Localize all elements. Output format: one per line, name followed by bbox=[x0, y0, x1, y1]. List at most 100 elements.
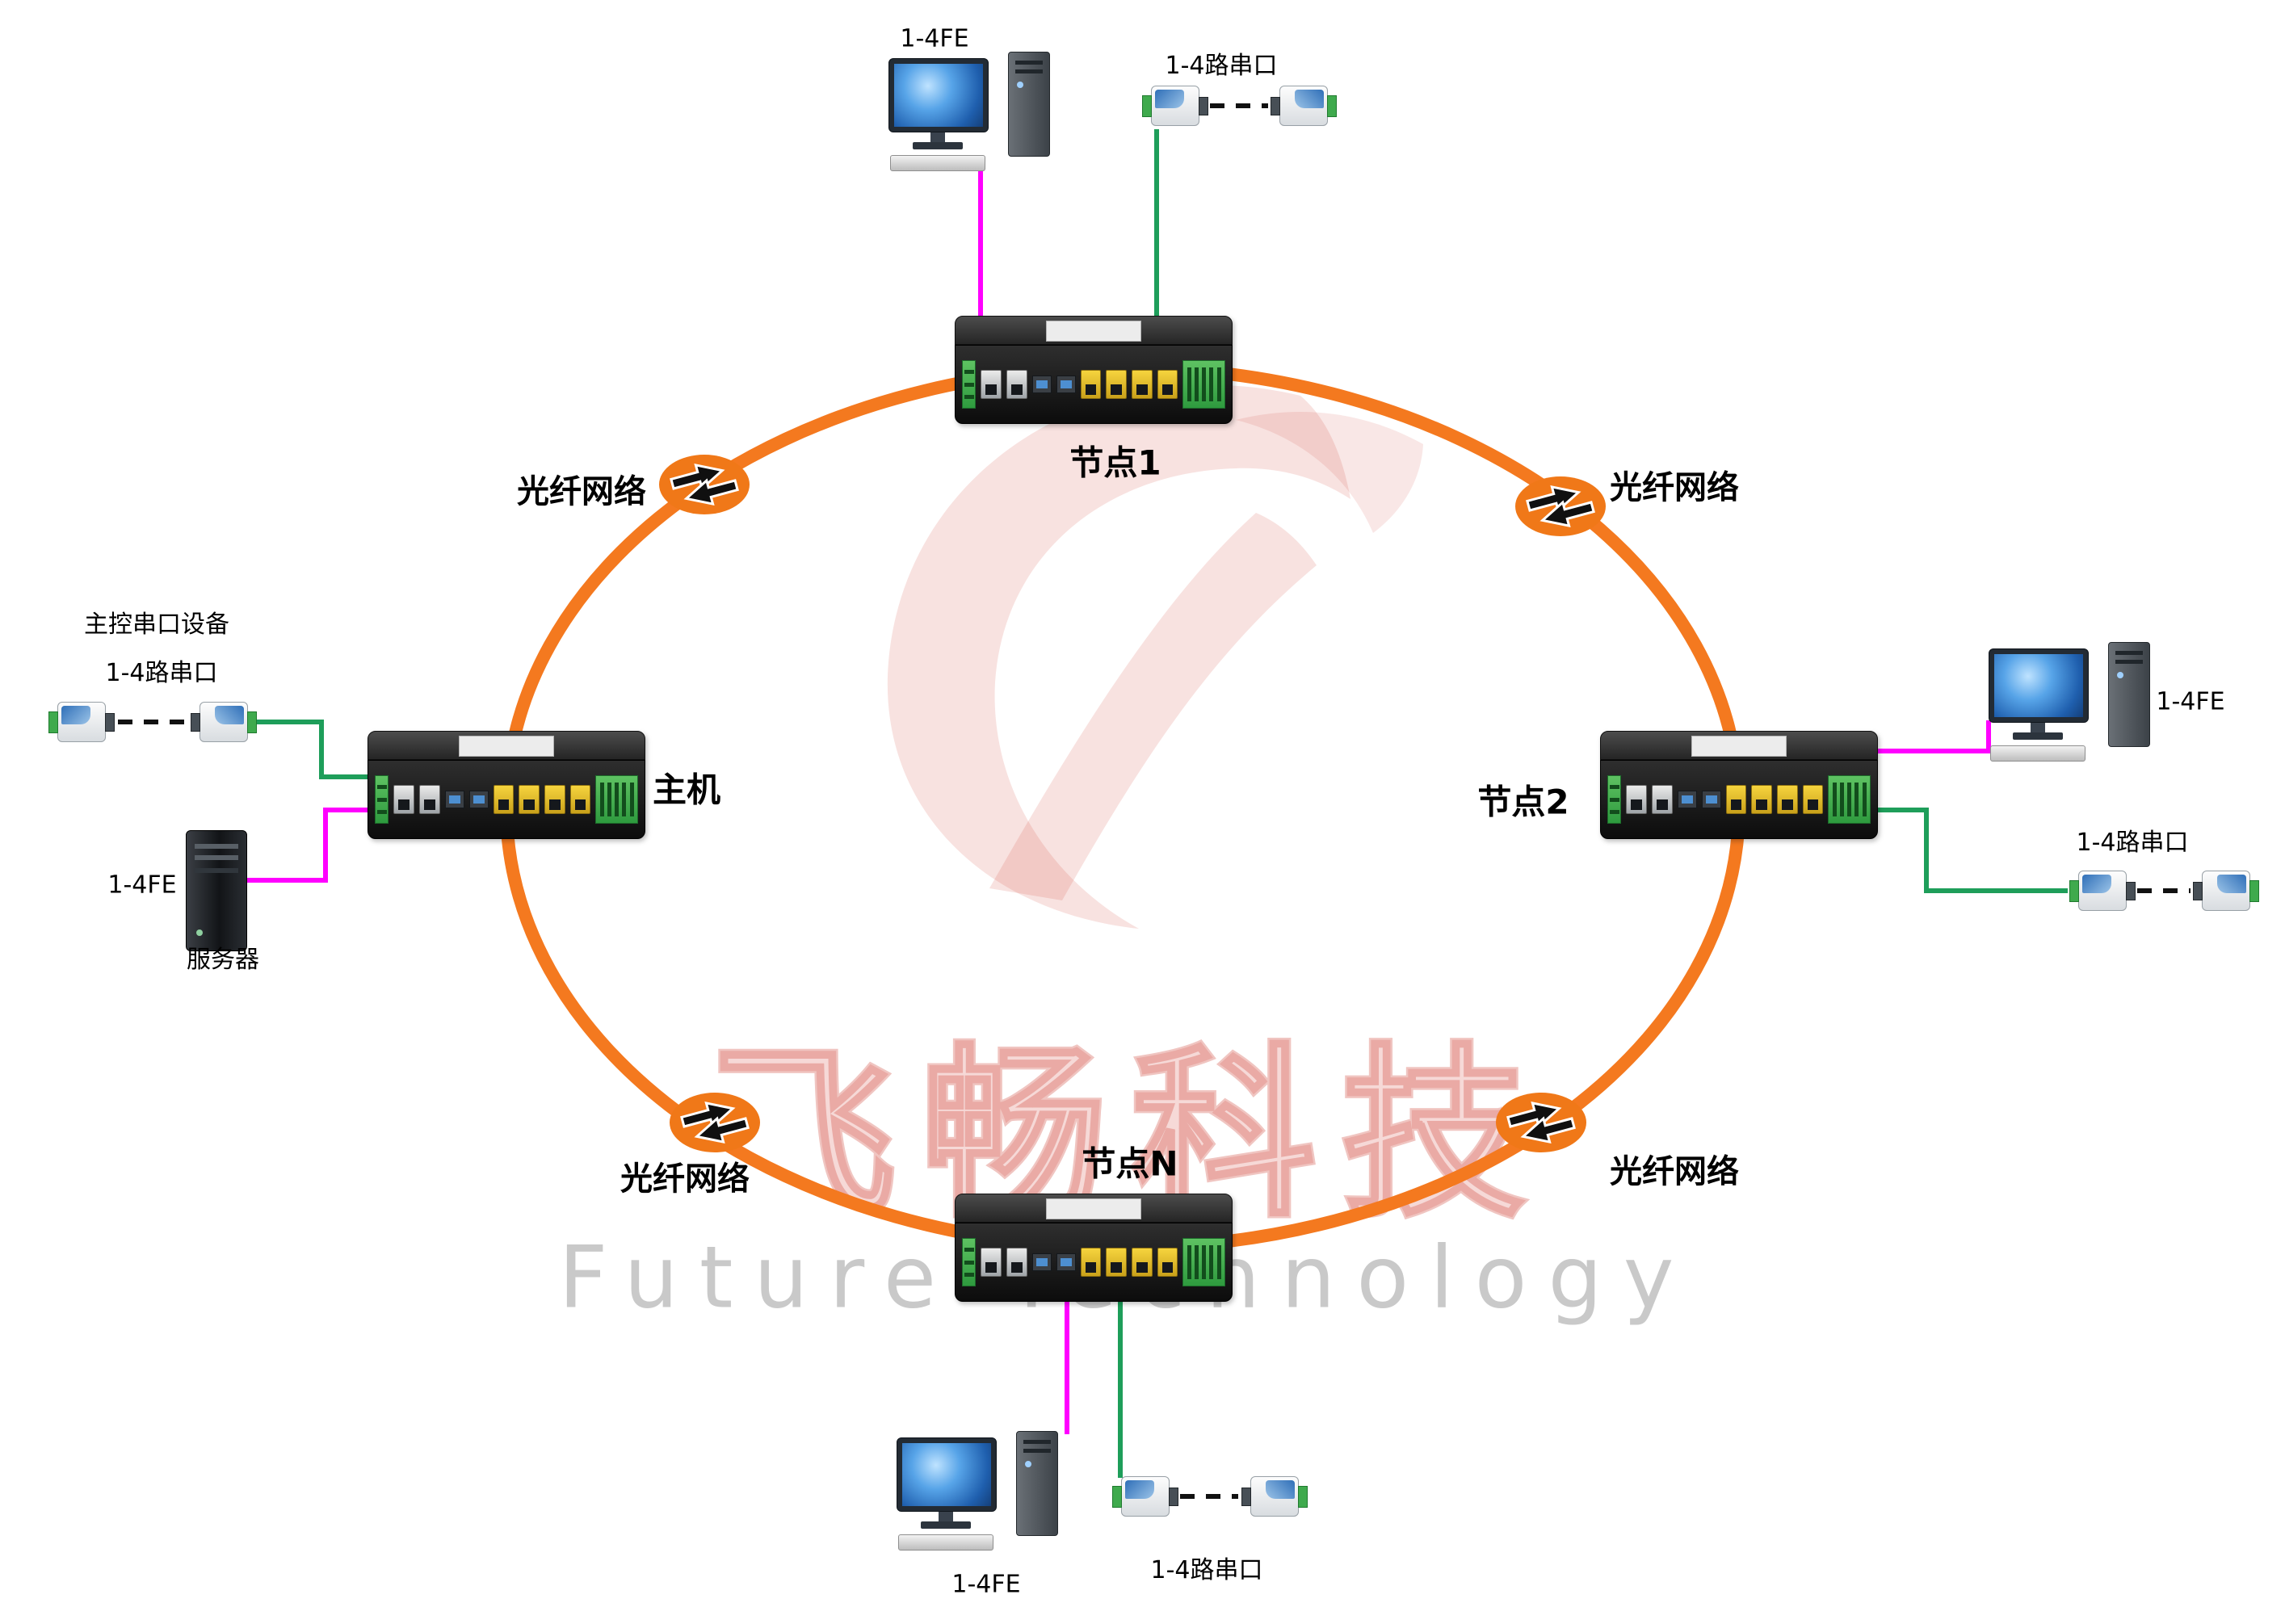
rj45-port bbox=[1131, 370, 1153, 399]
switch-front-panel bbox=[955, 345, 1233, 424]
db9-connector bbox=[191, 713, 200, 732]
serial-terminal-block bbox=[595, 775, 638, 824]
db9-connector bbox=[1271, 97, 1280, 115]
serial-terminal-block bbox=[1182, 360, 1225, 409]
serial-adapter bbox=[48, 699, 115, 745]
fiber-network-label-bottom-left: 光纤网络 bbox=[620, 1160, 750, 1198]
rj45-port bbox=[1106, 370, 1127, 399]
rj45-port bbox=[981, 370, 1002, 399]
rj45-port bbox=[1626, 785, 1647, 814]
fiber-network-icon-top-left bbox=[657, 452, 751, 517]
switch-top-panel bbox=[368, 731, 645, 760]
rj45-port bbox=[1080, 370, 1102, 399]
sfp-fiber-port bbox=[1056, 376, 1076, 393]
rj45-port bbox=[1751, 785, 1772, 814]
monitor-screen bbox=[902, 1443, 991, 1506]
serial-line-left bbox=[254, 720, 369, 779]
serial-label-left: 1-4路串口 bbox=[105, 659, 218, 687]
power-terminal-block bbox=[962, 1238, 977, 1286]
sfp-fiber-port bbox=[1056, 1253, 1076, 1271]
switch-front-panel bbox=[1600, 760, 1878, 839]
rj45-port bbox=[1725, 785, 1747, 814]
serial-adapter bbox=[2193, 867, 2259, 914]
serial-adapter bbox=[1142, 82, 1208, 129]
switch-node2 bbox=[1600, 731, 1878, 839]
rj45-port bbox=[1006, 370, 1027, 399]
keyboard bbox=[1990, 745, 2085, 762]
monitor-screen bbox=[1994, 654, 2083, 717]
keyboard bbox=[898, 1534, 993, 1551]
fe-line-right bbox=[1876, 720, 1991, 753]
switch-front-panel bbox=[368, 760, 645, 839]
db9-connector bbox=[1199, 97, 1208, 115]
serial-adapter-body bbox=[200, 702, 248, 742]
rj45-port bbox=[1776, 785, 1798, 814]
fiber-network-label-top-left: 光纤网络 bbox=[517, 473, 646, 510]
serial-adapter-accent bbox=[2082, 875, 2111, 894]
rj45-port bbox=[418, 785, 440, 814]
switch-front-panel bbox=[955, 1223, 1233, 1302]
switch-label-sticker bbox=[1046, 321, 1141, 342]
serial-adapter-accent bbox=[1266, 1480, 1295, 1500]
sfp-fiber-port bbox=[468, 791, 489, 808]
fe-label-bottom: 1-4FE bbox=[951, 1570, 1021, 1599]
sfp-fiber-port bbox=[1701, 791, 1721, 808]
node1-label: 节点1 bbox=[1069, 443, 1161, 483]
terminal-connector bbox=[2069, 880, 2079, 902]
serial-adapter bbox=[1112, 1473, 1178, 1520]
server-tower bbox=[186, 830, 247, 951]
terminal-connector bbox=[2249, 880, 2259, 902]
keyboard bbox=[890, 155, 985, 171]
fiber-network-label-top-right: 光纤网络 bbox=[1610, 469, 1739, 506]
serial-label-top: 1-4路串口 bbox=[1165, 52, 1278, 80]
pc-tower bbox=[1008, 52, 1050, 157]
rj45-port bbox=[1157, 1248, 1178, 1277]
rj45-port bbox=[544, 785, 565, 814]
master-serial-title: 主控串口设备 bbox=[84, 611, 229, 639]
monitor-stand bbox=[930, 132, 945, 143]
terminal-connector bbox=[1298, 1486, 1308, 1508]
fe-line-left bbox=[245, 808, 369, 883]
db9-connector bbox=[2126, 882, 2136, 900]
db9-connector bbox=[105, 713, 115, 732]
switch-top-panel bbox=[955, 1194, 1233, 1223]
db9-connector bbox=[2193, 882, 2203, 900]
rj45-port bbox=[981, 1248, 1002, 1277]
rj45-port bbox=[1080, 1248, 1102, 1277]
monitor-base bbox=[913, 142, 963, 149]
serial-label-bottom: 1-4路串口 bbox=[1150, 1556, 1263, 1584]
sfp-fiber-port bbox=[1677, 791, 1697, 808]
rj45-port bbox=[1157, 370, 1178, 399]
fe-label-top: 1-4FE bbox=[900, 24, 969, 53]
power-terminal-block bbox=[962, 360, 977, 409]
terminal-connector bbox=[1327, 95, 1337, 117]
brand-logo-watermark bbox=[887, 384, 1423, 929]
rj45-port bbox=[1131, 1248, 1153, 1277]
serial-adapter-body bbox=[1279, 86, 1328, 126]
serial-adapter-body bbox=[2078, 871, 2127, 911]
terminal-connector bbox=[247, 711, 257, 733]
serial-adapter-accent bbox=[2217, 875, 2246, 894]
monitor-base bbox=[2013, 732, 2063, 740]
monitor-stand bbox=[939, 1512, 953, 1522]
serial-adapter bbox=[191, 699, 257, 745]
power-terminal-block bbox=[375, 775, 389, 824]
serial-terminal-block bbox=[1828, 775, 1871, 824]
switch-label-sticker bbox=[459, 736, 554, 757]
rj45-port bbox=[1106, 1248, 1127, 1277]
workstation-pc-bottom bbox=[897, 1431, 1058, 1554]
switch-label-sticker bbox=[1691, 736, 1787, 757]
serial-adapter bbox=[1271, 82, 1337, 129]
monitor-base bbox=[921, 1521, 971, 1529]
monitor bbox=[888, 58, 989, 132]
serial-adapter bbox=[2069, 867, 2136, 914]
serial-adapter-body bbox=[1151, 86, 1199, 126]
db9-connector bbox=[1241, 1488, 1251, 1506]
fe-label-left: 1-4FE bbox=[107, 871, 177, 900]
fiber-network-icon-bottom-right bbox=[1494, 1090, 1588, 1155]
pc-tower bbox=[1016, 1431, 1058, 1536]
terminal-connector bbox=[48, 711, 58, 733]
sfp-fiber-port bbox=[1031, 376, 1052, 393]
